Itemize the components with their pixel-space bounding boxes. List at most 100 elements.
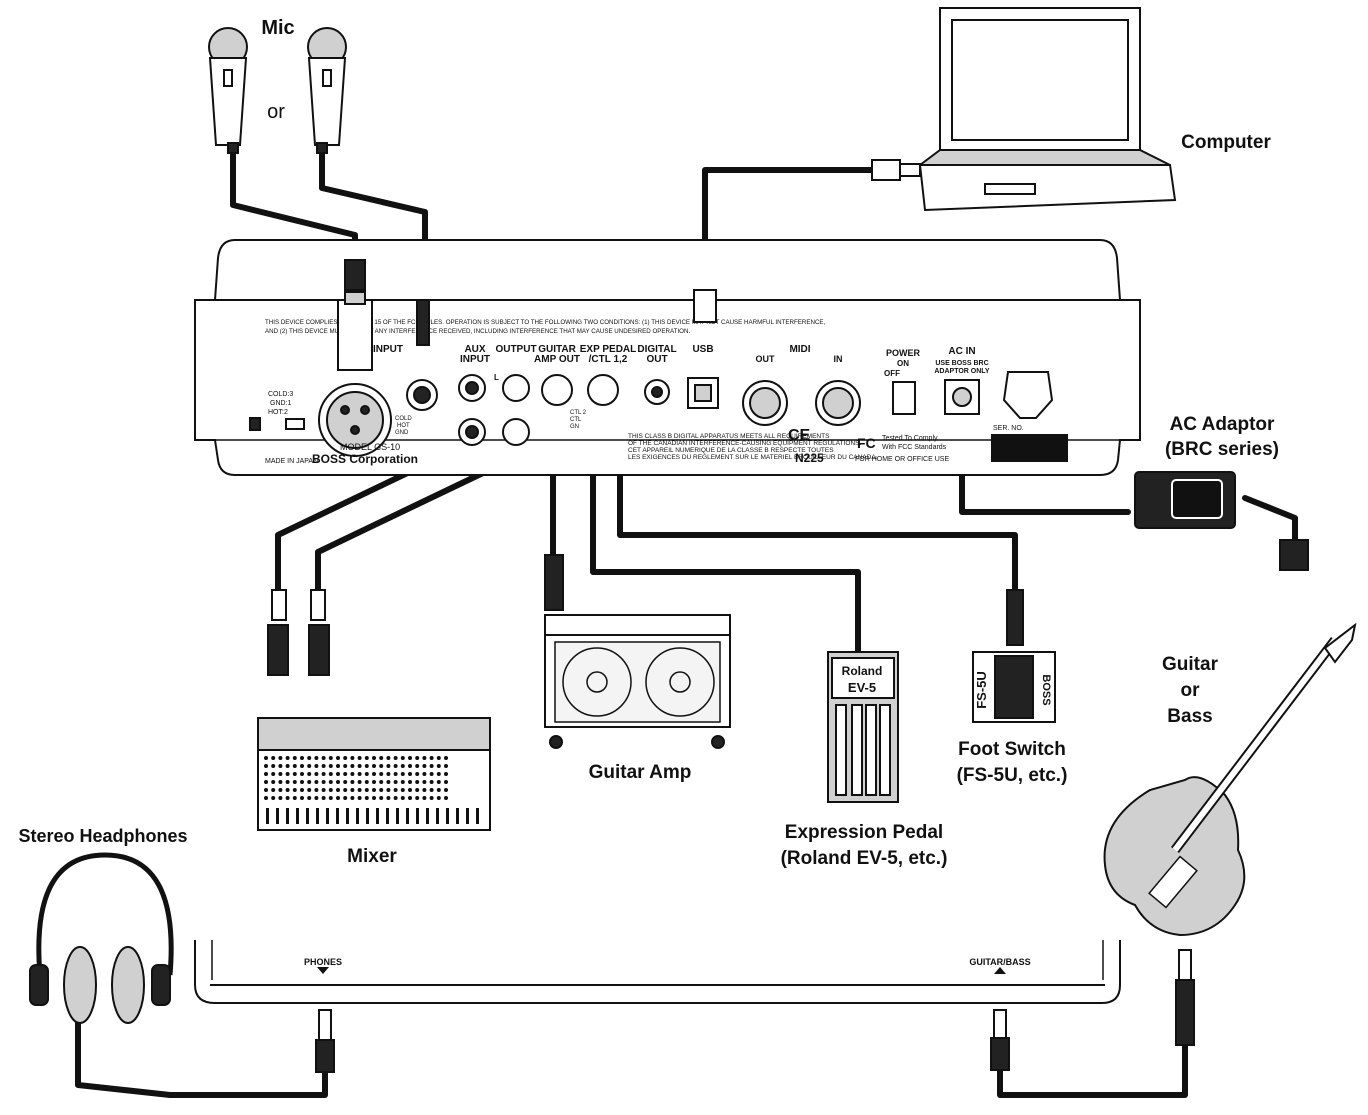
aux-label-1: AUX <box>464 344 485 355</box>
mixer-knob <box>300 788 304 792</box>
mixer-fader <box>446 808 449 824</box>
mixer-knob <box>292 796 297 800</box>
ce-mark: CE <box>788 427 811 444</box>
foot-switch-label-1: Foot Switch <box>958 739 1066 760</box>
output-l-jack[interactable] <box>502 374 530 402</box>
mixer-knob <box>386 780 391 784</box>
digital-label-1: DIGITAL <box>637 344 676 355</box>
mixer <box>257 589 491 831</box>
midi-out-label: OUT <box>756 354 776 364</box>
ctl-label-2: CTL <box>570 417 582 423</box>
digital-label-2: OUT <box>646 354 667 365</box>
mixer-knob <box>408 764 412 768</box>
computer-laptop <box>917 7 1177 212</box>
mixer-knob <box>415 796 420 800</box>
mixer-knob <box>328 796 333 800</box>
mixer-knob <box>292 780 297 784</box>
mixer-knob <box>408 796 412 800</box>
mixer-knob <box>436 756 441 760</box>
mixer-fader <box>326 808 329 824</box>
mixer-knob <box>278 780 283 784</box>
mixer-knob <box>393 796 398 800</box>
output-label: OUTPUT <box>495 344 536 355</box>
output-r-jack[interactable] <box>502 418 530 446</box>
ev5-brand: Roland <box>842 664 883 678</box>
mixer-fader <box>386 808 389 824</box>
mixer-knob <box>436 788 441 792</box>
mixer-knob <box>444 772 448 776</box>
serial-plate <box>991 434 1068 462</box>
canada-notice-1: THIS CLASS B DIGITAL APPARATUS MEETS ALL… <box>628 433 830 440</box>
mixer-knob <box>343 780 348 784</box>
mixer-fader <box>416 808 419 824</box>
expression-label-2: (Roland EV-5, etc.) <box>781 848 948 869</box>
ac-plug-cable <box>1242 495 1298 543</box>
mixer-knob <box>350 764 355 768</box>
amp-out-label-1: GUITAR <box>538 344 576 355</box>
mixer-knob <box>436 772 441 776</box>
guitar-amp <box>544 554 731 749</box>
guitar-front-plug <box>990 1009 1010 1071</box>
mixer-knob <box>372 764 376 768</box>
jack-pin-gnd: GND <box>395 430 409 436</box>
mixer-knob <box>271 772 276 776</box>
mixer-knob <box>343 796 348 800</box>
midi-in-label: IN <box>834 354 843 364</box>
mixer-knob <box>393 764 398 768</box>
foot-switch-label-2: (FS-5U, etc.) <box>957 765 1068 786</box>
mixer-knob <box>350 780 355 784</box>
power-on-label: ON <box>897 359 909 368</box>
mixer-knob <box>285 796 290 800</box>
mic-label: Mic <box>261 17 294 39</box>
mixer-fader <box>356 808 359 824</box>
mixer-knob <box>307 756 312 760</box>
mixer-knob <box>328 756 333 760</box>
foot-switch-fs5u <box>972 589 1056 723</box>
exp-pedal-jack[interactable] <box>587 374 619 406</box>
mixer-label: Mixer <box>347 846 397 867</box>
mixer-knob <box>408 788 412 792</box>
headphones <box>29 852 174 1024</box>
mixer-knob <box>314 764 319 768</box>
mixer-knob <box>285 764 290 768</box>
tested-1: Tested To Comply <box>882 435 938 442</box>
mixer-knob <box>400 764 405 768</box>
mixer-knob <box>372 756 376 760</box>
mixer-knob <box>314 772 319 776</box>
guitar-amp-out-jack[interactable] <box>541 374 573 406</box>
mixer-knob <box>292 756 297 760</box>
foot-switch-cable <box>617 469 1018 593</box>
ac-adaptor-label-2: (BRC series) <box>1165 439 1279 460</box>
ev5-model: EV-5 <box>848 680 876 695</box>
mixer-knob <box>429 764 434 768</box>
exp-label-1: EXP PEDAL <box>580 344 637 355</box>
mixer-fader <box>476 808 479 824</box>
mixer-knob <box>307 772 312 776</box>
mixer-knob <box>300 796 304 800</box>
mixer-knob <box>314 780 319 784</box>
amp-out-label-2: AMP OUT <box>534 354 580 365</box>
mixer-knob <box>278 796 283 800</box>
mixer-knob <box>278 764 283 768</box>
guitar-bass-label: GUITAR/BASS <box>969 957 1030 967</box>
power-off-label: OFF <box>884 369 900 378</box>
mixer-knob <box>357 788 362 792</box>
mixer-knob <box>357 780 362 784</box>
mixer-knob <box>408 780 412 784</box>
mixer-knob <box>364 780 369 784</box>
mixer-knob <box>364 788 369 792</box>
midi-label: MIDI <box>789 344 810 355</box>
mixer-knob <box>314 756 319 760</box>
mixer-knob <box>264 756 268 760</box>
mixer-knob <box>422 796 427 800</box>
mixer-knob <box>321 764 326 768</box>
mixer-knob <box>321 772 326 776</box>
fs5u-label: FS-5U <box>974 671 989 709</box>
power-switch[interactable] <box>892 381 916 415</box>
canada-notice-4: LES EXIGENCES DU REGLEMENT SUR LE MATERI… <box>628 454 878 461</box>
mixer-knob <box>314 796 319 800</box>
lock-slot <box>249 417 261 431</box>
ac-adaptor <box>1134 471 1309 571</box>
mixer-knob <box>444 756 448 760</box>
